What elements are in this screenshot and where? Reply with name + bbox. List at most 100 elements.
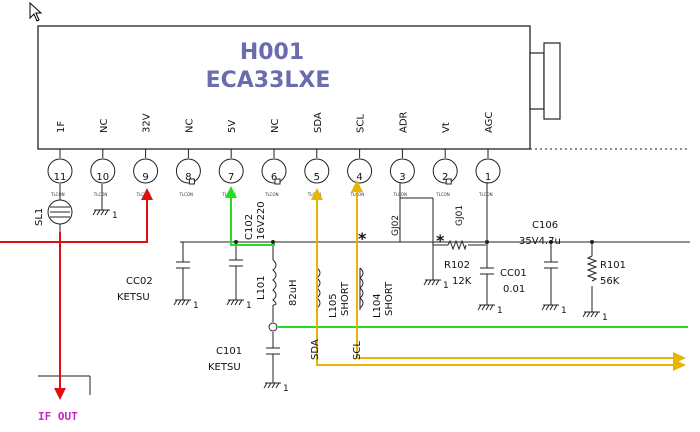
ground-label: 1 [112, 211, 118, 221]
pin-name: SDA [313, 112, 324, 133]
pin-name: NC [270, 119, 281, 133]
module-ref: H001 [240, 40, 304, 65]
green-net [230, 196, 688, 328]
gj01-label: GJ01 [455, 205, 465, 226]
pin-number: 8 [185, 172, 191, 183]
pin-marker [445, 178, 452, 185]
ground-label: 1 [283, 384, 289, 394]
ground-label: 1 [602, 313, 608, 323]
sda-net-label: SDA [310, 339, 321, 360]
pin-circle [261, 158, 287, 184]
ground-label: 1 [497, 306, 503, 316]
pin-marker [188, 178, 195, 185]
l101-node [268, 322, 278, 332]
cc02-ref: CC02 [126, 276, 153, 287]
pin-number: 7 [228, 172, 234, 183]
l101-value: 82uH [288, 279, 299, 306]
pin-number: 9 [142, 172, 148, 183]
pin-circle [47, 158, 73, 184]
c101-value: KETSU [208, 362, 241, 373]
pin-row: 1F11TLCONNC10TLCON32V9TLCONNC8TLCON5V7TL… [47, 111, 501, 197]
pin-tag: TLCON [93, 192, 108, 197]
l101-coil [272, 259, 277, 306]
cc01-value: 0.01 [503, 284, 525, 295]
green-arrowhead-pin7 [225, 186, 237, 198]
c106-ref: C106 [532, 220, 558, 231]
yellow-arrowhead-out2 [673, 352, 686, 364]
c102-ref: C102 [244, 214, 255, 240]
ground-symbol: 1 [226, 299, 252, 311]
yellow-arrowhead-pin4 [351, 180, 363, 192]
pin-marker [274, 178, 281, 185]
module-connector [529, 52, 545, 110]
ground-label: 1 [561, 306, 567, 316]
pin-tag: TLCON [50, 192, 65, 197]
ground-symbol: 1 [477, 304, 503, 316]
pin-name: SCL [356, 114, 367, 133]
pin-name: Vt [441, 122, 452, 133]
ground-symbol: 1 [92, 209, 118, 221]
scl-net-label: SCL [352, 341, 363, 360]
r102-ref: R102 [444, 260, 470, 271]
pin-tag: TLCON [478, 192, 493, 197]
pin-name: 1F [56, 121, 67, 133]
r102-value: 12K [452, 276, 472, 287]
pin-number: 4 [356, 172, 362, 183]
red-arrowhead-pin9 [141, 188, 153, 200]
l104-ref: L104 [372, 293, 383, 318]
l101-ref: L101 [256, 275, 267, 300]
pin-circle [347, 158, 373, 184]
pin-name: AGC [484, 112, 495, 133]
pin-number: 6 [271, 172, 277, 183]
pin-name: 32V [142, 113, 153, 133]
cc01-ref: CC01 [500, 268, 527, 279]
star-right: * [436, 231, 445, 250]
l104-coil [359, 267, 364, 309]
module-body [37, 25, 531, 150]
pin-tag: TLCON [435, 192, 450, 197]
ground-symbol: 1 [263, 382, 289, 394]
gj02-label: GJ02 [391, 215, 401, 236]
pin-circle [432, 158, 458, 184]
module-part: ECA33LXE [206, 68, 331, 93]
r101-ref: R101 [600, 260, 626, 271]
pin-circle [475, 158, 501, 184]
ground-label: 1 [193, 301, 199, 311]
ground-label: 1 [246, 301, 252, 311]
pin-name: NC [184, 119, 195, 133]
pin-number: 11 [54, 172, 67, 183]
ground-symbol: 1 [582, 311, 608, 323]
red-net [0, 198, 148, 390]
pin-tag: TLCON [178, 192, 193, 197]
ground-symbol: 1 [423, 279, 449, 291]
ground-label: 1 [443, 281, 449, 291]
pin-number: 3 [399, 172, 405, 183]
c102-value: 16V220 [256, 201, 267, 240]
l105-value: SHORT [340, 281, 351, 316]
mouse-cursor-icon [29, 1, 43, 22]
if-out-label: IF OUT [38, 410, 78, 423]
sl1-label: SL1 [34, 208, 45, 226]
yellow-arrowhead-pin5 [311, 188, 323, 200]
star-left: * [358, 229, 367, 248]
pin-circle [389, 158, 415, 184]
pin-name: NC [99, 119, 110, 133]
l104-value: SHORT [384, 281, 395, 316]
sl1-filter [47, 199, 73, 225]
cc02-value: KETSU [117, 292, 150, 303]
pin-circle [133, 158, 159, 184]
pin-circle [218, 158, 244, 184]
yellow-net [316, 190, 673, 366]
r102-zigzag [447, 239, 467, 251]
pin-tag: TLCON [264, 192, 279, 197]
ground-symbol: 1 [541, 304, 567, 316]
pin-circle [175, 158, 201, 184]
l105-ref: L105 [328, 293, 339, 318]
